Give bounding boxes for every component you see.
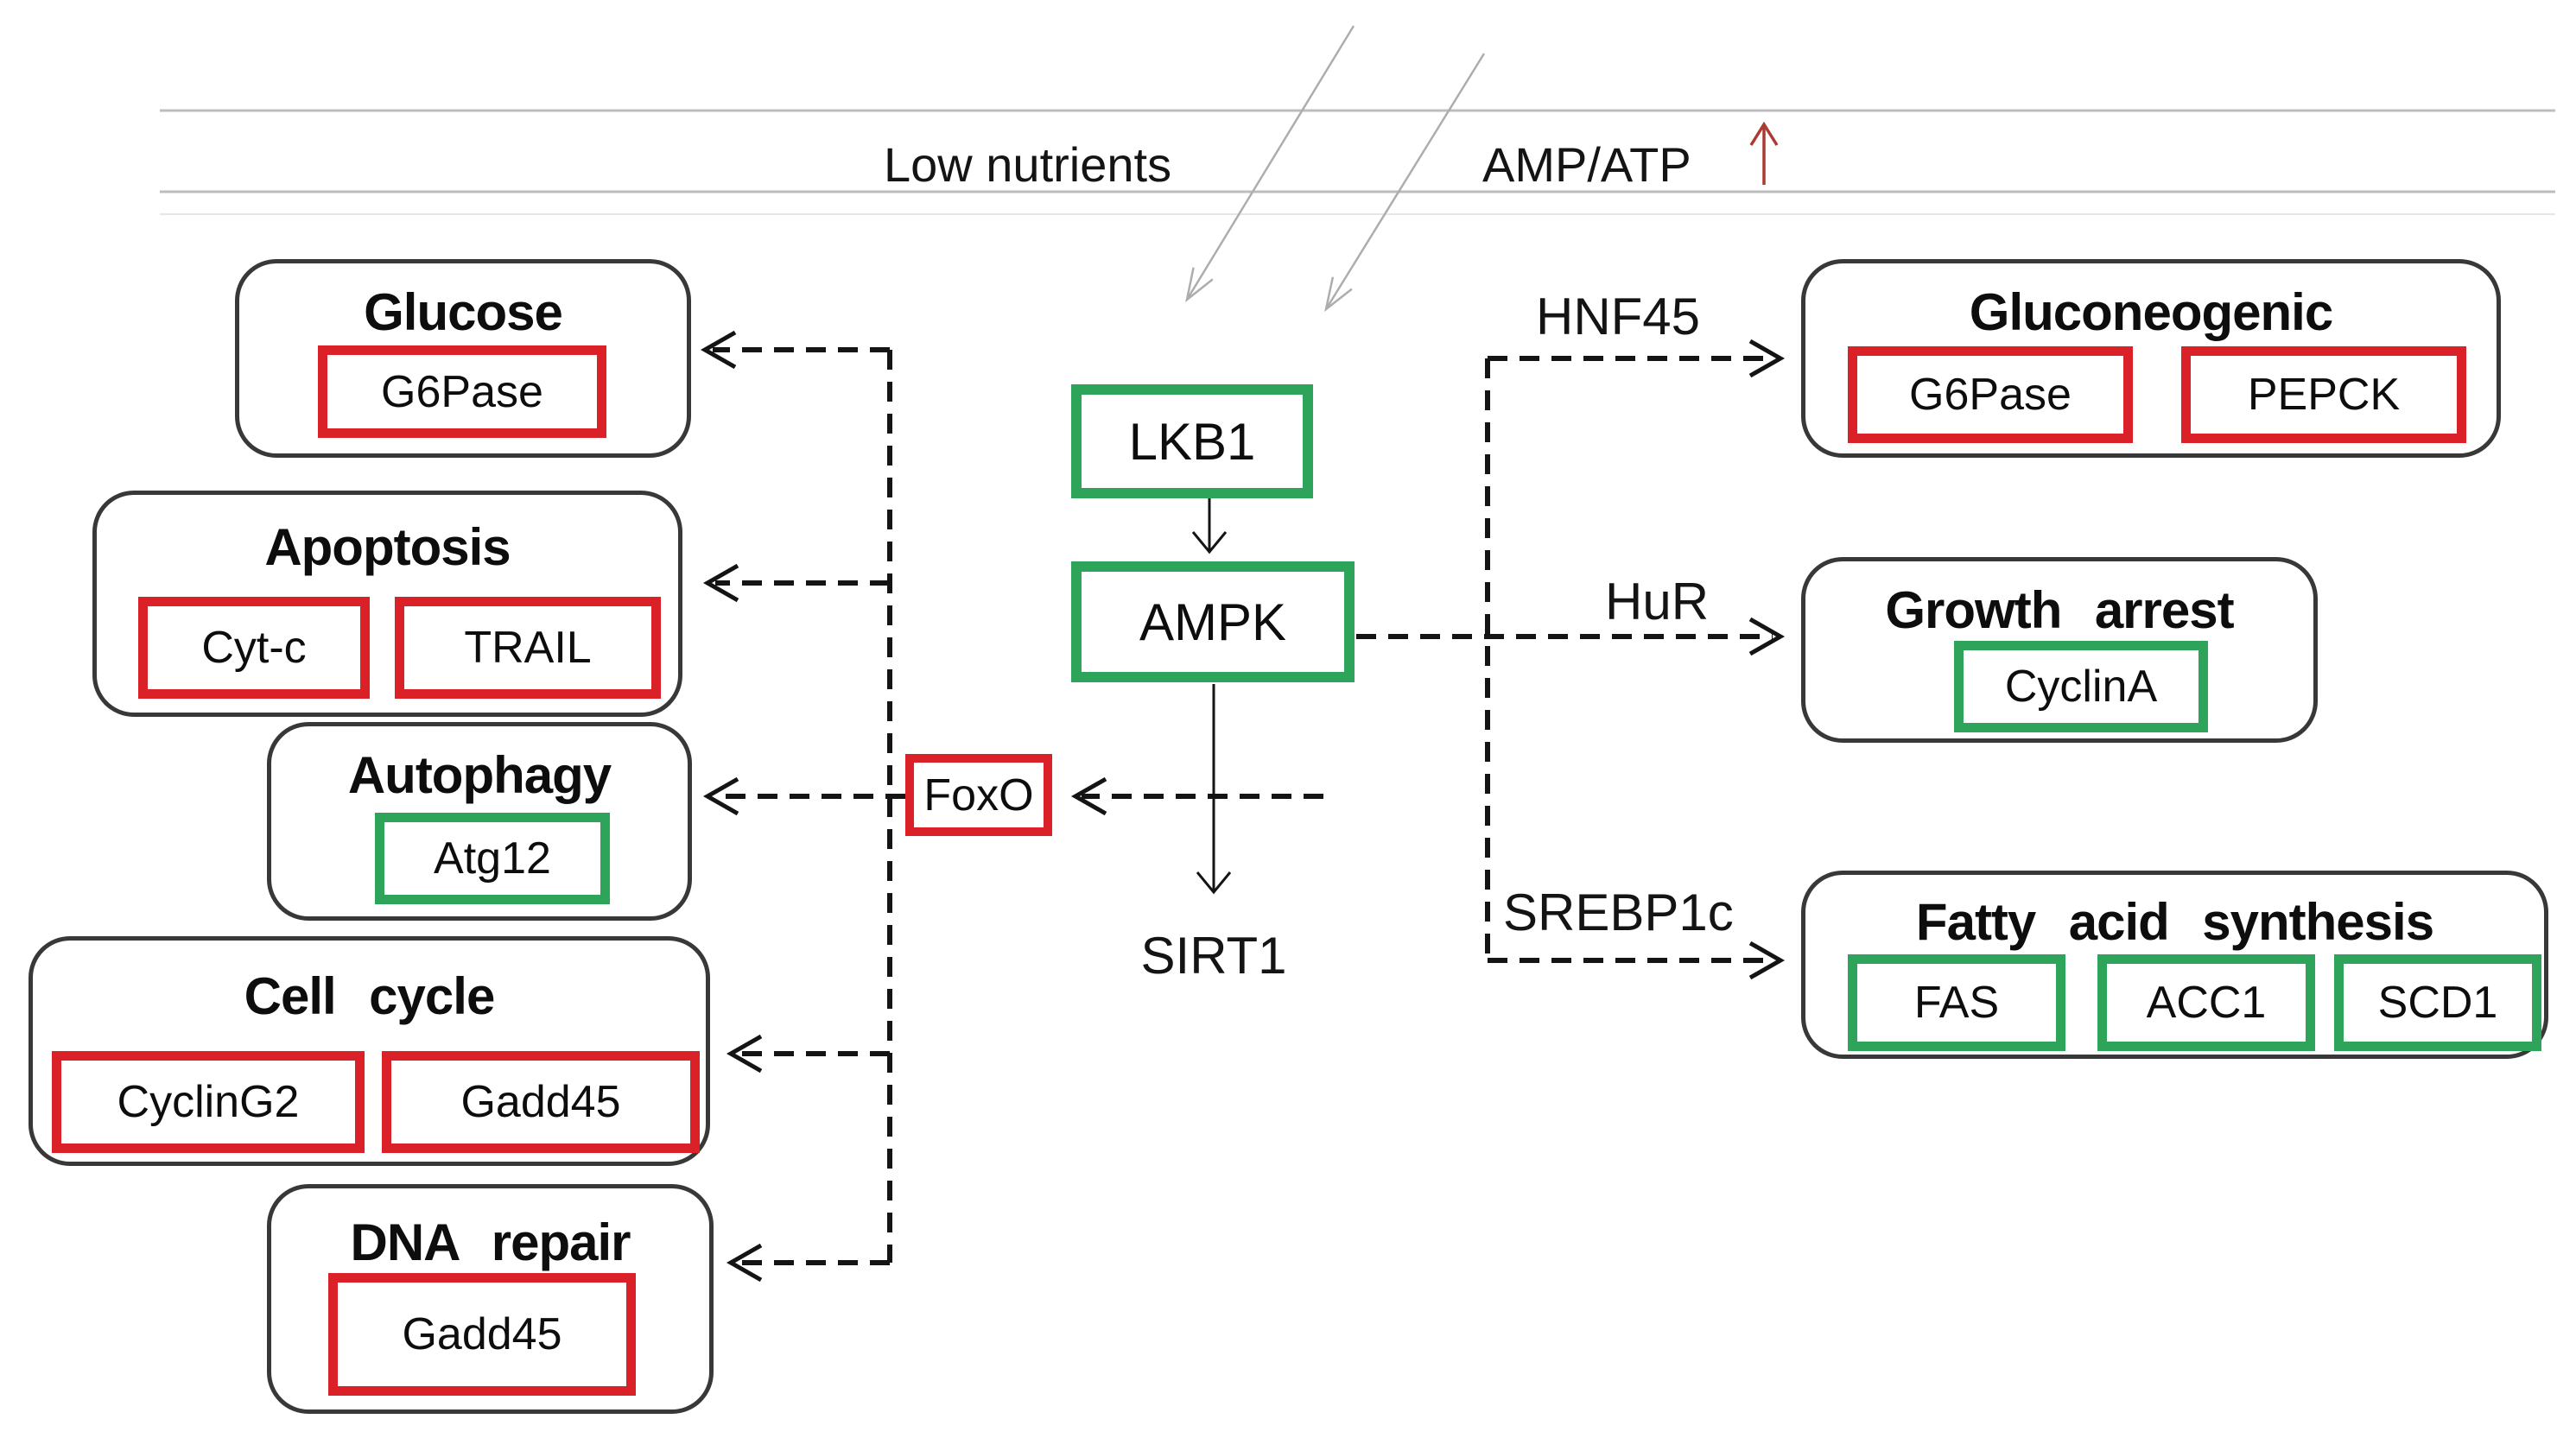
gene-box-cytc: Cyt-c: [138, 597, 370, 699]
panel-growth-arrest-title: Growth arrest: [1885, 581, 2234, 639]
gene-label: TRAIL: [464, 623, 592, 673]
gene-label: Atg12: [434, 833, 551, 884]
mediator-hur-label: HuR: [1605, 573, 1710, 630]
gene-box-g6pase-glucose: G6Pase: [318, 345, 606, 438]
node-foxo-label: FoxO: [923, 770, 1034, 820]
gene-label: Gadd45: [460, 1077, 621, 1127]
panel-glucose: Glucose G6Pase: [235, 259, 691, 458]
gene-box-cycling2: CyclinG2: [52, 1051, 365, 1153]
node-ampk-label: AMPK: [1139, 592, 1287, 651]
gene-box-gadd45-cellcycle: Gadd45: [382, 1051, 700, 1153]
panel-dna-repair-title: DNA repair: [350, 1213, 631, 1271]
gene-label: CyclinA: [2004, 662, 2158, 712]
low-nutrients-label: Low nutrients: [884, 137, 1172, 192]
panel-growth-arrest: Growth arrest CyclinA: [1801, 557, 2318, 743]
stimulus-arrow-icons: [1185, 25, 1486, 313]
node-lkb1-label: LKB1: [1128, 412, 1256, 471]
panel-gluconeogenic-title: Gluconeogenic: [1969, 283, 2333, 341]
panel-cell-cycle-title: Cell cycle: [244, 967, 496, 1025]
panel-fatty-acid-title: Fatty acid synthesis: [1915, 893, 2434, 951]
dashed-arrowheads: [700, 330, 1786, 1283]
gene-label: SCD1: [2377, 978, 2498, 1028]
gene-label: PEPCK: [2247, 370, 2401, 420]
mediator-hnf45-label: HNF45: [1536, 288, 1701, 345]
gene-box-fas: FAS: [1848, 954, 2065, 1051]
gene-label: ACC1: [2146, 978, 2267, 1028]
node-ampk: AMPK: [1071, 561, 1355, 682]
panel-apoptosis: Apoptosis Cyt-c TRAIL: [92, 491, 682, 717]
gene-box-g6pase-gluconeogenic: G6Pase: [1848, 346, 2133, 443]
gene-box-pepck: PEPCK: [2181, 346, 2466, 443]
amp-atp-label: AMP/ATP: [1482, 137, 1691, 192]
gene-box-gadd45-dnarepair: Gadd45: [328, 1273, 636, 1396]
panel-autophagy-title: Autophagy: [347, 746, 612, 804]
gene-box-acc1: ACC1: [2097, 954, 2315, 1051]
gene-label: G6Pase: [1909, 370, 2072, 420]
panel-glucose-title: Glucose: [364, 283, 563, 341]
node-sirt1-label: SIRT1: [1140, 927, 1287, 985]
panel-cell-cycle: Cell cycle CyclinG2 Gadd45: [29, 936, 710, 1166]
gene-box-atg12: Atg12: [375, 813, 610, 904]
mediator-srebp1c-label: SREBP1c: [1503, 884, 1734, 941]
panel-dna-repair: DNA repair Gadd45: [267, 1184, 714, 1414]
gene-box-scd1: SCD1: [2334, 954, 2541, 1051]
panel-autophagy: Autophagy Atg12: [267, 722, 692, 921]
gene-label: G6Pase: [381, 366, 543, 417]
dashed-wires: [713, 347, 1773, 1265]
gene-box-trail: TRAIL: [395, 597, 661, 699]
gene-box-cyclina: CyclinA: [1954, 641, 2208, 732]
gene-label: Gadd45: [402, 1309, 562, 1359]
node-lkb1: LKB1: [1071, 384, 1313, 498]
gene-label: Cyt-c: [201, 623, 307, 673]
solid-arrows: [1191, 498, 1232, 895]
gene-label: CyclinG2: [117, 1077, 300, 1127]
up-arrow-icon: [1749, 121, 1779, 185]
horizontal-rules: [160, 109, 2555, 215]
panel-fatty-acid-synthesis: Fatty acid synthesis FAS ACC1 SCD1: [1801, 871, 2548, 1059]
panel-apoptosis-title: Apoptosis: [264, 518, 511, 576]
gene-label: FAS: [1913, 978, 2000, 1028]
panel-gluconeogenic: Gluconeogenic G6Pase PEPCK: [1801, 259, 2501, 458]
node-foxo: FoxO: [905, 754, 1052, 836]
